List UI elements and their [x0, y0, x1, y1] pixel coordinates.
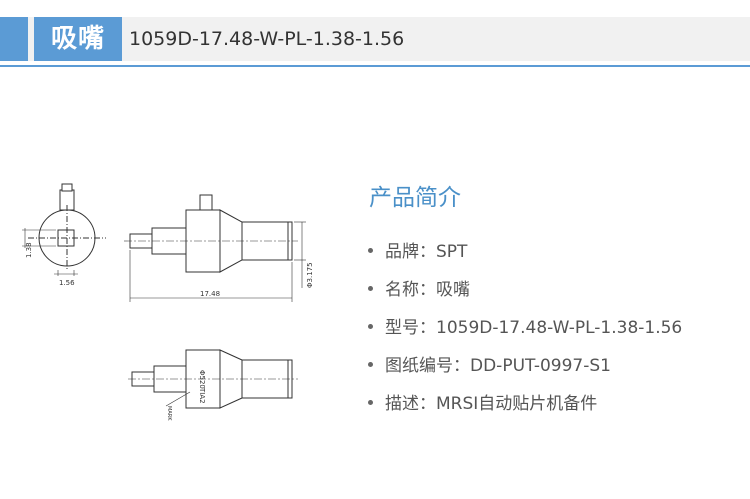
spec-value: 吸嘴: [436, 280, 470, 300]
spec-brand: 品牌：SPT: [366, 239, 682, 277]
spec-description: 描述：MRSI自动贴片机备件: [366, 391, 682, 429]
spec-label: 图纸编号：: [385, 356, 470, 376]
header-accent-block: [0, 17, 28, 61]
dim-length: 17.48: [200, 290, 220, 298]
spec-value: 1059D-17.48-W-PL-1.38-1.56: [436, 318, 683, 338]
spec-label: 名称：: [385, 280, 436, 300]
bullet-icon: [368, 400, 373, 405]
bullet-icon: [368, 362, 373, 367]
mark-label: MARK: [166, 406, 172, 421]
spec-name: 名称：吸嘴: [366, 277, 682, 315]
top-view: [128, 349, 298, 409]
product-model-title: 1059D-17.48-W-PL-1.38-1.56: [129, 28, 405, 50]
bullet-icon: [368, 248, 373, 253]
spec-label: 描述：: [385, 394, 436, 414]
spec-list: 品牌：SPT 名称：吸嘴 型号：1059D-17.48-W-PL-1.38-1.…: [366, 239, 682, 429]
dim-small-vertical: 1.38: [25, 242, 33, 258]
bullet-icon: [368, 286, 373, 291]
spec-model: 型号：1059D-17.48-W-PL-1.38-1.56: [366, 315, 682, 353]
bullet-icon: [368, 324, 373, 329]
dim-diameter: Φ3.175: [306, 262, 314, 288]
spec-label: 品牌：: [385, 242, 436, 262]
spec-value: DD-PUT-0997-S1: [470, 356, 611, 376]
section-title: 产品简介: [369, 185, 461, 211]
header-divider: [0, 65, 750, 67]
header-bar: [0, 17, 750, 61]
product-category-badge: 吸嘴: [34, 17, 122, 61]
spec-drawing-number: 图纸编号：DD-PUT-0997-S1: [366, 353, 682, 391]
marking-side: Φ520: [198, 370, 206, 389]
side-view: [124, 194, 306, 302]
spec-label: 型号：: [385, 318, 436, 338]
spec-value: SPT: [436, 242, 468, 262]
dim-small-horizontal: 1.56: [59, 279, 75, 287]
product-header: 吸嘴 1059D-17.48-W-PL-1.38-1.56: [0, 17, 750, 61]
spec-value: MRSI自动贴片机备件: [436, 394, 598, 414]
technical-drawing: 1.38 1.56 17.48 Φ3.175 Φ520 TIA2 MARK: [22, 183, 314, 421]
end-view: [22, 183, 106, 276]
marking-code: TIA2: [198, 387, 206, 404]
